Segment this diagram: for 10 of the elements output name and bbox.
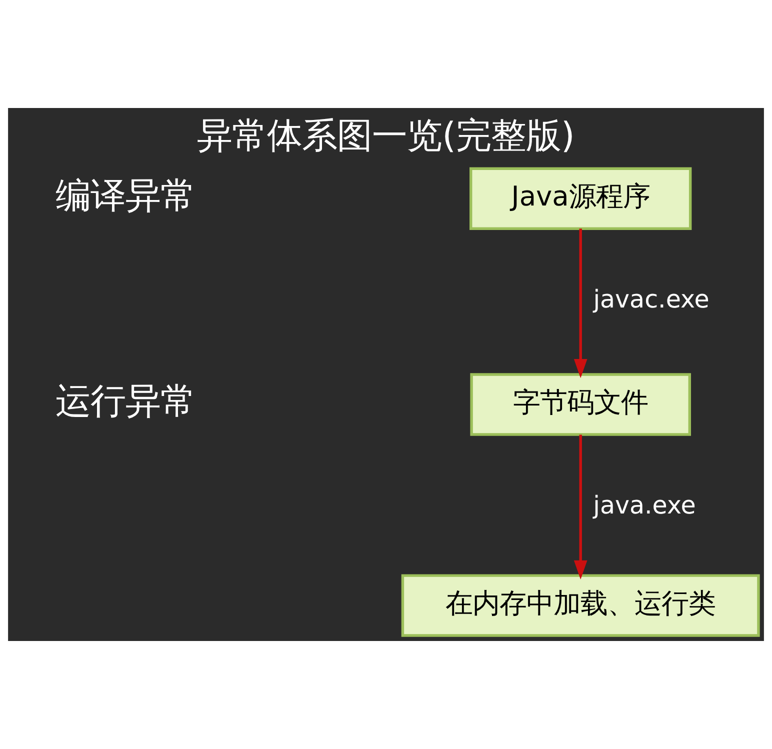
edge-label: javac.exe — [593, 284, 710, 314]
arrow — [574, 228, 588, 378]
edge-label: java.exe — [593, 490, 696, 520]
label: 运行异常 — [55, 381, 196, 422]
node-box: 在内存中加载、运行类 — [401, 574, 760, 637]
diagram-title: 异常体系图一览(完整版) — [197, 115, 575, 156]
arrow — [574, 434, 588, 580]
node-box: 字节码文件 — [470, 373, 691, 436]
node-box: Java源程序 — [470, 167, 692, 230]
label: 编译异常 — [55, 175, 196, 216]
